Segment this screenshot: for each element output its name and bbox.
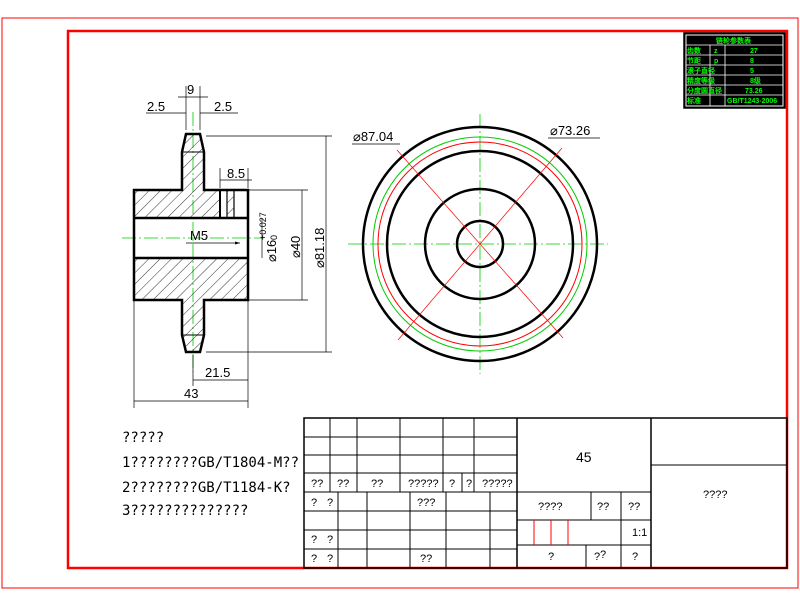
tb-cell: ? [548,551,554,563]
front-view: ⌀87.04 ⌀73.26 [348,114,608,374]
tb-cell: ?? [311,478,323,490]
dim-bore-tol-lower: 0 [269,235,279,240]
notes-heading: ????? [122,430,164,446]
param-label: 分度圆直径 [687,86,722,95]
note-line-1: 1????????GB/T1804-M?? [122,455,299,471]
param-value: 27 [750,48,758,55]
tb-cell: ?? [420,553,432,565]
sheet-border [1,17,799,589]
dim-hub-dia: ⌀40 [288,236,303,258]
param-value: 8 [750,58,754,65]
param-label: 精度等级 [687,76,716,85]
tb-cell: ? [327,497,333,509]
tb-cell: ????? [482,478,513,490]
note-line-3: 3?????????????? [122,503,248,519]
note-line-2: 2????????GB/T1184-K? [122,480,291,496]
tb-cell: ? [327,534,333,546]
tb-cell: ? [327,553,333,565]
tb-cell: ? [311,553,317,565]
dim-keyway: 8.5 [227,166,245,181]
param-value: 8级 [750,76,762,85]
dim-dia-pitch: ⌀73.26 [550,123,590,138]
param-label: 滚子直径 [687,66,715,75]
tb-cell: ? [311,497,317,509]
technical-notes: ????? 1????????GB/T1804-M?? 2????????GB/… [122,430,299,519]
tb-cell: ?? [337,478,349,490]
dim-thread: M5 [190,228,208,243]
section-view: 9 2.5 2.5 8.5 M5 ⌀16 +0.027 0 ⌀40 [122,82,332,408]
tb-cell: ?? [628,501,640,513]
dim-dia-tip: ⌀87.04 [353,129,393,144]
dim-total-length: 43 [184,386,198,401]
param-label: 节距 [687,56,701,65]
title-block-text: 45 ???? ?? ?? ?? ????? ? ? ????? ? ? ???… [311,449,727,565]
dim-bore: ⌀16 [264,240,279,262]
part-name: ???? [703,489,727,501]
param-symbol: z [714,48,718,55]
param-symbol: p [714,58,718,65]
tb-cell: ? [466,478,472,490]
dim-left-offset: 2.5 [147,99,165,114]
title-block [303,417,788,569]
tb-cell: ? [600,549,606,561]
tb-cell: ???? [538,501,562,513]
tb-cell: ? [311,534,317,546]
tb-cell: ? [594,551,600,563]
scale-label: 1:1 [632,527,647,539]
material-label: 45 [576,449,592,465]
param-label: 标准 [686,96,701,105]
param-value: GB/T1243-2006 [727,98,777,105]
dim-right-offset: 2.5 [214,99,232,114]
param-value: 5 [750,68,754,75]
param-table: 链轮参数表 齿数 z 27 节距 p 8 滚子直径 5 精度等级 8级 分度圆直… [683,32,786,109]
dim-bore-tol-upper: +0.027 [258,212,268,240]
tb-cell: ??? [417,497,435,509]
tb-cell: ????? [408,478,439,490]
param-value: 73.26 [745,88,763,95]
tb-cell: ? [449,478,455,490]
dim-top-width: 9 [187,82,194,97]
tb-cell: ?? [371,478,383,490]
param-label: 齿数 [687,46,702,55]
dim-hub-length: 21.5 [205,365,230,380]
tb-cell: ?? [597,501,609,513]
tb-cell: ? [632,551,638,563]
dim-outer-dia: ⌀81.18 [312,228,327,268]
param-table-title: 链轮参数表 [715,36,752,45]
